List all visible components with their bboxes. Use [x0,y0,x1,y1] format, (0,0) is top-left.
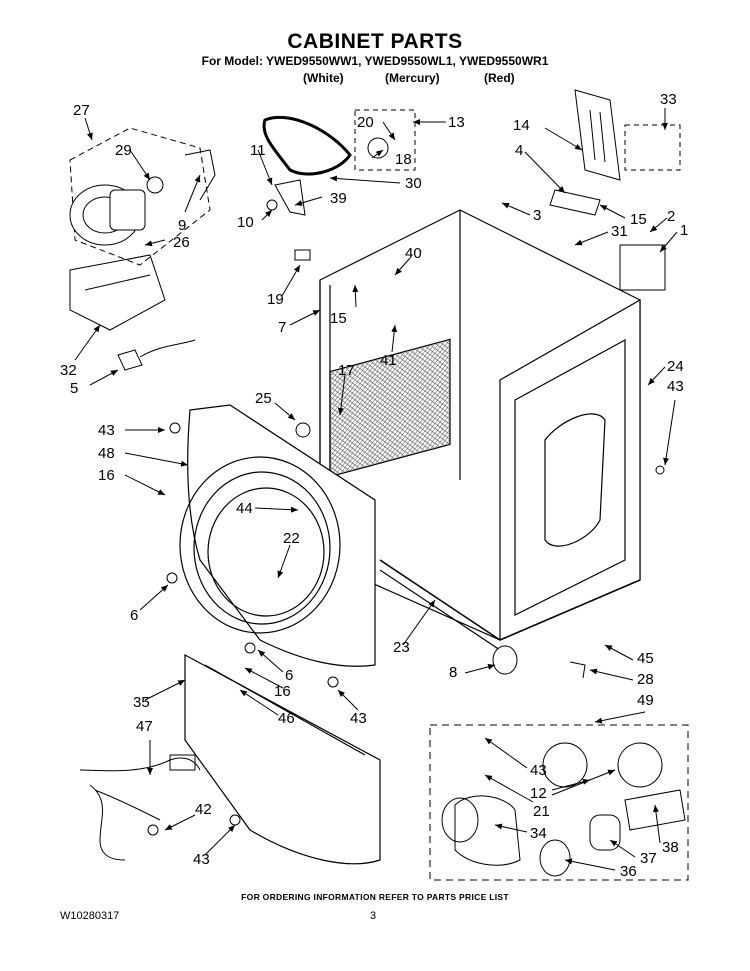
callout-29: 29 [115,142,132,159]
callout-16a: 16 [98,467,115,484]
front-panel [179,404,376,667]
callout-23: 23 [393,639,410,656]
callout-25: 25 [255,390,272,407]
callout-14: 14 [513,117,530,134]
callout-6b: 6 [285,667,293,684]
callout-22: 22 [283,530,300,547]
callout-43d: 43 [667,378,684,395]
callout-13: 13 [448,114,465,131]
callout-41: 41 [380,352,397,369]
callout-26: 26 [173,234,190,251]
callout-7: 7 [278,319,286,336]
callout-28: 28 [637,671,654,688]
callout-45: 45 [637,650,654,667]
toe-panel [184,653,381,865]
callout-6a: 6 [130,607,138,624]
page-number: 3 [370,910,377,922]
model-line: For Model: YWED9550WW1, YWED9550WL1, YWE… [201,54,549,68]
callout-18: 18 [395,151,412,168]
top-panel-parts [549,89,681,291]
callout-4: 4 [515,142,523,159]
color-mercury: (Mercury) [385,71,440,85]
leader-lines [74,108,678,871]
callout-42: 42 [195,801,212,818]
page-title: CABINET PARTS [287,30,463,53]
callout-31: 31 [611,223,628,240]
callout-24: 24 [667,358,684,375]
callout-9: 9 [178,217,186,234]
callout-5: 5 [70,380,78,397]
callout-30: 30 [405,175,422,192]
belt-idler-group [262,109,416,216]
callout-43e: 43 [530,762,547,779]
callout-33: 33 [660,91,677,108]
callout-10: 10 [237,214,254,231]
callout-36: 36 [620,863,637,880]
callout-35: 35 [133,694,150,711]
callout-20: 20 [357,114,374,131]
document-id: W10280317 [60,910,120,922]
callout-11: 11 [250,142,266,159]
callout-15b: 15 [330,310,347,327]
small-parts [147,249,665,836]
callout-34: 34 [530,825,547,842]
callout-40: 40 [405,245,422,262]
ordering-note: FOR ORDERING INFORMATION REFER TO PARTS … [241,892,509,902]
callout-32: 32 [60,362,77,379]
callout-38: 38 [662,839,679,856]
callout-16b: 16 [274,683,291,700]
callout-49: 49 [637,692,654,709]
color-red: (Red) [484,71,515,85]
callout-8: 8 [449,664,457,681]
callout-43b: 43 [193,851,210,868]
color-white: (White) [303,71,344,85]
callout-43c: 43 [350,710,367,727]
callout-46: 46 [278,710,295,727]
callout-19: 19 [267,291,284,308]
callout-21: 21 [533,803,550,820]
callout-3: 3 [533,207,541,224]
callout-48: 48 [98,445,115,462]
callout-43a: 43 [98,422,115,439]
callout-15: 15 [630,211,647,228]
callout-47: 47 [136,718,153,735]
callout-39: 39 [330,190,347,207]
wire-harness [79,754,201,861]
callout-2: 2 [667,208,675,225]
motor-assembly-group [69,127,216,371]
callout-17: 17 [338,362,355,379]
callout-27: 27 [73,102,90,119]
callout-labels: 27 29 9 26 32 5 11 10 39 30 20 18 13 14 … [60,91,688,880]
callout-37: 37 [640,850,657,867]
callout-44: 44 [236,500,253,517]
callout-1: 1 [680,222,688,239]
callout-12: 12 [530,785,547,802]
